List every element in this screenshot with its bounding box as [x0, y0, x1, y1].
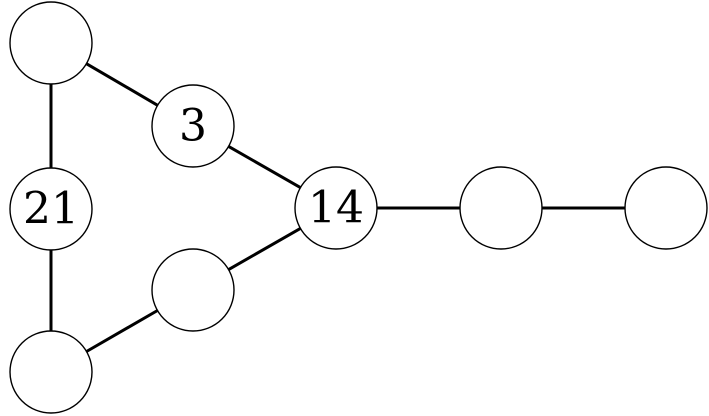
- node-three-label: 3: [179, 101, 207, 152]
- node-twenty-one-circle: [9, 167, 93, 251]
- node-bottom-left-circle: [9, 330, 93, 414]
- node-top-left-circle: [9, 1, 93, 85]
- node-layer: 3 21 14: [9, 1, 708, 414]
- node-three: 3: [151, 84, 235, 168]
- node-top-left: [9, 1, 93, 85]
- edge-layer: [49, 62, 627, 353]
- node-fourteen-label: 14: [308, 183, 364, 234]
- node-fourteen: 14: [294, 166, 378, 250]
- node-far-right: [624, 166, 708, 250]
- node-fourteen-circle: [294, 166, 378, 250]
- edge-lower-middle-fourteen: [227, 226, 302, 272]
- edge-three-fourteen: [227, 144, 302, 190]
- node-twenty-one-label: 21: [23, 184, 79, 235]
- edge-top-left-three: [84, 62, 160, 107]
- node-lower-middle: [151, 248, 235, 332]
- node-bottom-left: [9, 330, 93, 414]
- node-right-middle-circle: [459, 166, 543, 250]
- node-lower-middle-circle: [151, 248, 235, 332]
- node-far-right-circle: [624, 166, 708, 250]
- edge-bottom-left-lower-middle: [85, 309, 159, 353]
- node-twenty-one: 21: [9, 167, 93, 251]
- node-right-middle: [459, 166, 543, 250]
- node-three-circle: [151, 84, 235, 168]
